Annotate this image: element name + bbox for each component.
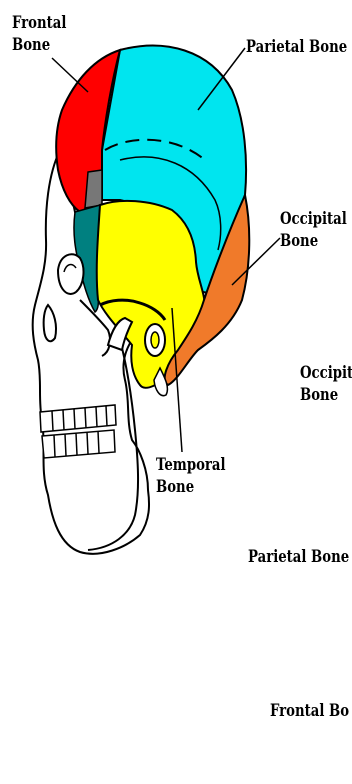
frontal-bone-label-lower-text: Frontal Bo (270, 700, 349, 722)
temporal-bone-label-line1: Temporal (156, 454, 226, 476)
occipital-bone-label-lower-line2: Bone (300, 384, 352, 406)
gray-bone-patch (85, 170, 102, 208)
parietal-bone-label-lower-text: Parietal Bone (248, 546, 349, 568)
occipital-bone-label-line2: Bone (280, 230, 347, 252)
temporal-bone-label: Temporal Bone (156, 454, 226, 498)
frontal-bone-label-line2: Bone (12, 34, 66, 56)
frontal-bone-label: Frontal Bone (12, 12, 66, 56)
parietal-bone-label: Parietal Bone (246, 36, 347, 58)
temporal-bone-label-line2: Bone (156, 476, 226, 498)
eye-orbit (58, 254, 83, 294)
occipital-bone-label-lower: Occipit Bone (300, 362, 352, 406)
parietal-bone-label-text: Parietal Bone (246, 36, 347, 58)
parietal-bone-label-lower: Parietal Bone (248, 546, 349, 568)
occipital-bone-label-line1: Occipital (280, 208, 347, 230)
ear-canal-inner (151, 332, 159, 348)
frontal-bone-label-line1: Frontal (12, 12, 66, 34)
frontal-bone-label-lower: Frontal Bo (270, 700, 349, 722)
occipital-bone-label-lower-line1: Occipit (300, 362, 352, 384)
occipital-bone-label: Occipital Bone (280, 208, 347, 252)
